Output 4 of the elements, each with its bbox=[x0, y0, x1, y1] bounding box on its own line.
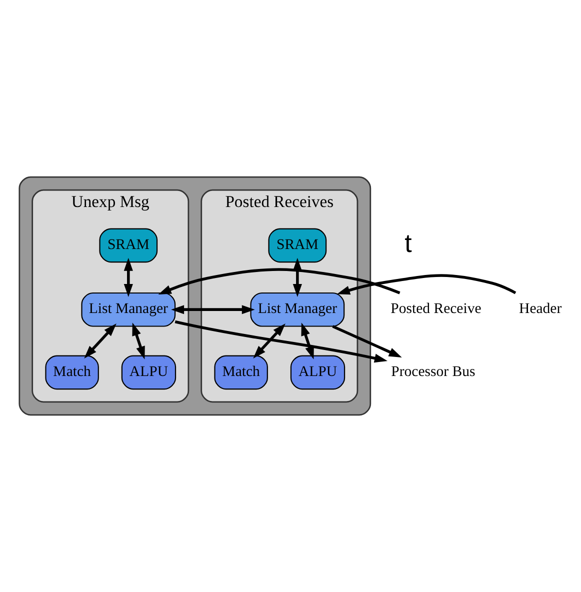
node-text: Processor Bus bbox=[391, 364, 476, 380]
node-text: Posted Receive bbox=[390, 301, 482, 318]
label: t bbox=[404, 230, 412, 258]
node-text: Header bbox=[519, 301, 562, 318]
